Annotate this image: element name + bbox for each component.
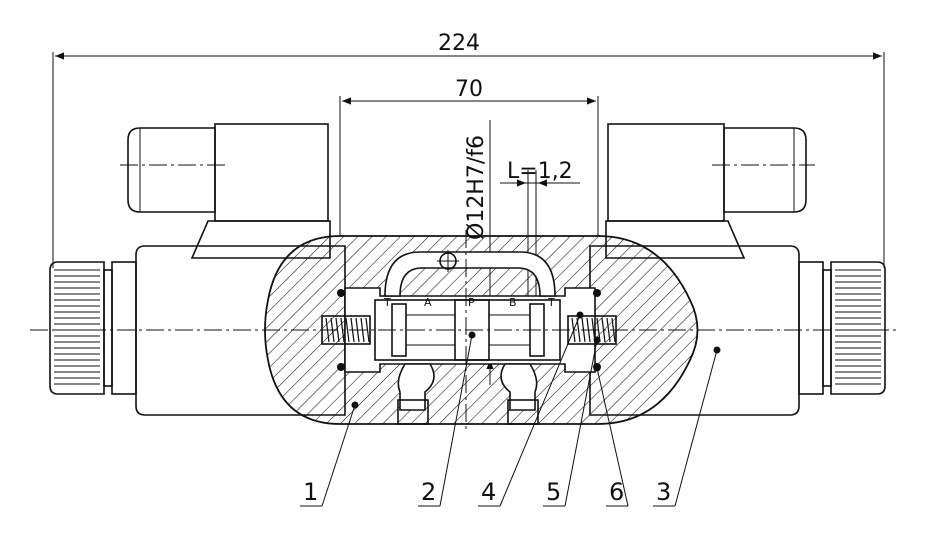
port-label-t-right: T [547, 296, 555, 309]
clearance-dimension: L=1,2 [500, 159, 580, 300]
callout-6: 6 [609, 478, 624, 506]
dimension-overall: 224 [52, 31, 885, 268]
callout-leaders [300, 311, 721, 507]
callout-5: 5 [546, 478, 561, 506]
dimension-70-label: 70 [455, 77, 483, 102]
right-solenoid-connector [605, 123, 815, 259]
callout-3: 3 [656, 478, 671, 506]
callout-numbers: 1 2 4 5 6 3 [303, 478, 671, 506]
port-label-p: P [468, 296, 475, 309]
callout-4: 4 [481, 478, 496, 506]
port-label-t-left: T [383, 296, 391, 309]
left-solenoid-connector [120, 123, 331, 259]
clearance-label: L=1,2 [507, 159, 573, 184]
dimension-224-label: 224 [438, 31, 480, 56]
port-label-a: A [424, 296, 432, 309]
callout-1: 1 [303, 478, 318, 506]
fit-label: Ø12H7/f6 [464, 135, 489, 240]
callout-2: 2 [421, 478, 436, 506]
port-labels: T A P B T [383, 296, 555, 309]
left-manual-override-knob [49, 261, 105, 395]
dimension-body: 70 [339, 77, 599, 236]
port-label-b: B [509, 296, 517, 309]
right-manual-override-knob [830, 261, 886, 395]
